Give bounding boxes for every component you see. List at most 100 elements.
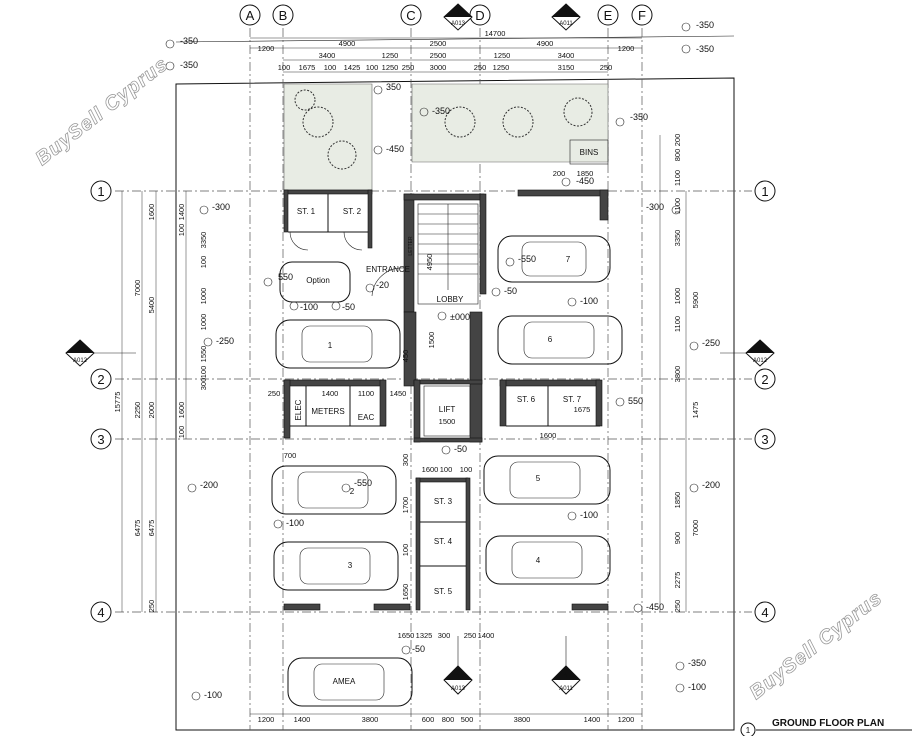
- svg-text:-200: -200: [702, 480, 720, 490]
- room-st6: ST. 6: [517, 395, 536, 404]
- svg-text:3150: 3150: [558, 63, 575, 72]
- road-line: [175, 35, 735, 43]
- svg-text:A011: A011: [559, 686, 573, 692]
- svg-text:6: 6: [548, 335, 553, 344]
- svg-text:1250: 1250: [382, 51, 399, 60]
- svg-text:1100: 1100: [673, 170, 682, 186]
- svg-text:1475: 1475: [691, 402, 700, 419]
- svg-text:3800: 3800: [673, 366, 682, 383]
- svg-text:550: 550: [278, 272, 293, 282]
- svg-text:250: 250: [147, 600, 156, 613]
- grid-bubbles-rows: 1 2 3 4 1 2 3 4: [90, 180, 776, 623]
- svg-text:-250: -250: [702, 338, 720, 348]
- svg-text:7000: 7000: [691, 520, 700, 537]
- room-st2: ST. 2: [343, 207, 362, 216]
- svg-text:15775: 15775: [113, 392, 122, 413]
- title-number: 1: [746, 726, 751, 735]
- svg-text:1: 1: [328, 341, 333, 350]
- svg-text:-450: -450: [576, 176, 594, 186]
- grid-col-e: E: [604, 8, 613, 23]
- planter-right: [411, 83, 609, 163]
- svg-text:-100: -100: [688, 682, 706, 692]
- svg-text:1600: 1600: [177, 402, 186, 419]
- svg-text:350: 350: [386, 82, 401, 92]
- svg-text:-250: -250: [216, 336, 234, 346]
- svg-text:1100: 1100: [673, 316, 682, 332]
- svg-text:-50: -50: [412, 644, 425, 654]
- svg-text:-350: -350: [180, 36, 198, 46]
- svg-text:1450: 1450: [390, 389, 407, 398]
- store-rooms-center: ST. 3 ST. 4 ST. 5 100: [420, 465, 466, 596]
- section-marker-top-a013: 1 A013: [443, 3, 473, 31]
- svg-text:1850: 1850: [673, 492, 682, 509]
- walls: [283, 189, 609, 611]
- svg-text:7: 7: [566, 255, 571, 264]
- svg-text:-450: -450: [386, 144, 404, 154]
- svg-text:100: 100: [324, 63, 337, 72]
- svg-text:100: 100: [177, 224, 186, 237]
- svg-text:-100: -100: [300, 302, 318, 312]
- svg-text:A012: A012: [73, 358, 88, 364]
- svg-text:-50: -50: [454, 444, 467, 454]
- room-meters: METERS: [311, 407, 344, 416]
- svg-text:-50: -50: [342, 302, 355, 312]
- svg-text:1325: 1325: [416, 631, 433, 640]
- svg-text:3400: 3400: [319, 51, 336, 60]
- svg-text:1: 1: [78, 347, 82, 353]
- svg-text:1: 1: [564, 674, 568, 680]
- room-entrance: ENTRANCE: [366, 265, 410, 274]
- store-rooms-top: ST. 1 ST. 2: [288, 194, 368, 251]
- svg-text:1: 1: [456, 11, 460, 17]
- svg-text:2250: 2250: [133, 402, 142, 419]
- svg-text:2: 2: [350, 487, 355, 496]
- bottom-dimensions: 1200 1400 3800 600 800 500 3800 1400 120…: [250, 713, 642, 724]
- car-2: 2: [271, 465, 397, 515]
- svg-text:1600: 1600: [147, 204, 156, 221]
- room-eac: EAC: [358, 413, 375, 422]
- room-elec: ELEC: [294, 399, 303, 420]
- svg-text:1400: 1400: [322, 389, 339, 398]
- svg-text:900: 900: [673, 532, 682, 545]
- svg-text:2275: 2275: [673, 572, 682, 589]
- svg-text:1000: 1000: [199, 288, 208, 305]
- svg-text:5400: 5400: [147, 297, 156, 314]
- svg-text:4: 4: [536, 556, 541, 565]
- svg-text:1600: 1600: [422, 465, 439, 474]
- svg-text:LETTER: LETTER: [408, 236, 414, 256]
- grid-col-f: F: [638, 8, 646, 23]
- svg-text:200: 200: [553, 169, 566, 178]
- right-dimensions: 200 800 1100 3350 5900 1475 7000 1100 10…: [659, 134, 700, 612]
- store-rooms-right: ST. 6 ST. 7 1600 1675: [506, 386, 600, 440]
- svg-text:550: 550: [628, 396, 643, 406]
- svg-text:-350: -350: [180, 60, 198, 70]
- svg-text:600: 600: [422, 715, 435, 724]
- svg-text:1250: 1250: [494, 51, 511, 60]
- svg-text:4: 4: [97, 605, 104, 620]
- room-lobby: LOBBY: [437, 295, 464, 304]
- svg-text:1: 1: [456, 674, 460, 680]
- svg-text:-200: -200: [200, 480, 218, 490]
- svg-text:2: 2: [761, 372, 768, 387]
- grid-bubbles-columns: A B C D E F: [239, 4, 653, 26]
- svg-text:1250: 1250: [493, 63, 510, 72]
- left-dimensions: 15775 7000 2250 6475 1600 5400 2000 6475…: [113, 191, 208, 612]
- room-st4: ST. 4: [434, 537, 453, 546]
- svg-text:-100: -100: [204, 690, 222, 700]
- svg-text:-550: -550: [518, 254, 536, 264]
- svg-text:1: 1: [758, 347, 762, 353]
- svg-text:AMEA: AMEA: [333, 677, 356, 686]
- section-marker-top-a011: 1 A011: [551, 3, 581, 31]
- svg-text:450: 450: [401, 350, 410, 363]
- svg-text:1400: 1400: [584, 715, 601, 724]
- section-marker-right-a012: 1 A012: [720, 339, 775, 367]
- svg-text:-450: -450: [646, 602, 664, 612]
- top-dimensions: 14700 1200 4900 2500 4900 1200 3400 1250…: [250, 29, 642, 73]
- title-block: 1 GROUND FLOOR PLAN: [740, 718, 912, 736]
- svg-text:1850: 1850: [577, 169, 594, 178]
- svg-text:-350: -350: [696, 20, 714, 30]
- svg-text:100: 100: [199, 366, 208, 379]
- svg-text:-350: -350: [696, 44, 714, 54]
- service-rooms: ELEC METERS EAC 1400 1100 1450: [290, 386, 407, 427]
- svg-text:200: 200: [673, 134, 682, 147]
- lift: LIFT 1500: [423, 385, 471, 437]
